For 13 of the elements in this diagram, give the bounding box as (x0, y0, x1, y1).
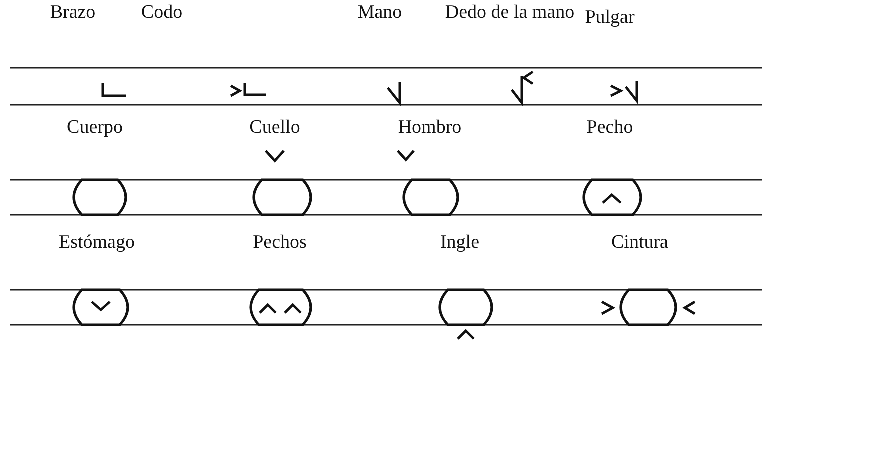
body-part-label: Pecho (586, 117, 634, 139)
body-part-label: Hombro (398, 117, 462, 139)
body-part-label: Estómago (59, 232, 135, 254)
body-part-label: Pulgar (585, 7, 635, 29)
body-part-label: Cuello (250, 117, 300, 139)
body-part-label: Brazo (50, 2, 96, 24)
body-part-label: Cintura (612, 232, 668, 254)
body-part-label: Cuerpo (67, 117, 123, 139)
body-part-label: Mano (358, 2, 402, 24)
body-part-label: Codo (141, 2, 183, 24)
body-part-label: Ingle (440, 232, 480, 254)
body-part-label: Dedo de la mano (445, 2, 575, 24)
body-part-label: Pechos (253, 232, 307, 254)
